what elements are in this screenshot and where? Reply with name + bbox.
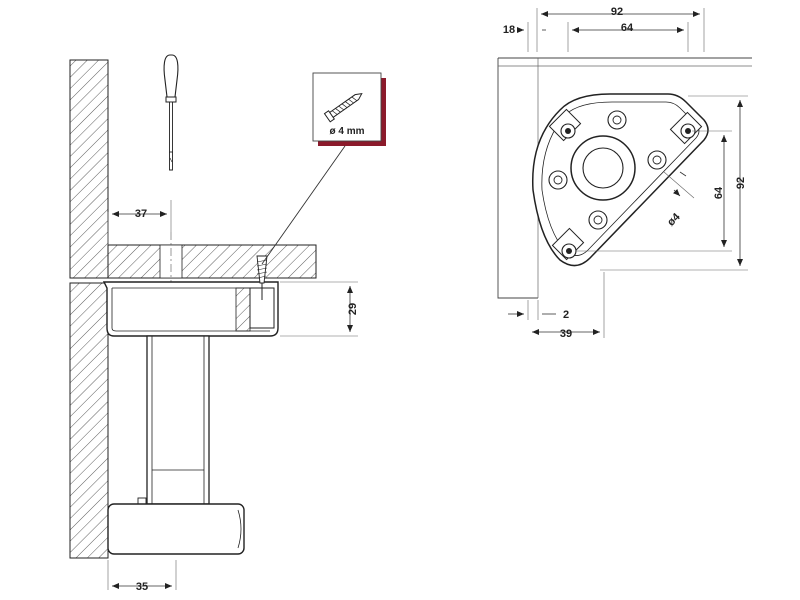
dim-foot: 35 bbox=[107, 560, 177, 593]
dim-left-offset-label: 18 bbox=[503, 24, 515, 36]
cabinet-corner-outline bbox=[497, 57, 752, 299]
dim-hole-diameter-label: ø4 bbox=[665, 210, 683, 228]
dim-hole-spacing-y-label: 64 bbox=[713, 186, 725, 199]
screwdriver-icon bbox=[163, 54, 179, 171]
dim-bottom-width-label: 39 bbox=[560, 328, 572, 340]
center-bore bbox=[582, 147, 624, 189]
leveler-bracket-side bbox=[102, 255, 279, 337]
dim-total-height-label: 92 bbox=[735, 177, 747, 189]
screw-hole-1 bbox=[548, 108, 582, 142]
leader-line bbox=[261, 145, 346, 265]
dim-hole-diameter: ø4 bbox=[663, 171, 695, 229]
screw-size-badge: ø 4 mm bbox=[312, 72, 386, 146]
screw-hole-3 bbox=[551, 227, 585, 261]
plinth-board bbox=[107, 244, 317, 279]
dim-left-offset: 18 bbox=[503, 22, 546, 52]
dim-total-width-label: 92 bbox=[611, 6, 623, 18]
dim-offset-label: 37 bbox=[135, 208, 147, 220]
wall-section-lower bbox=[69, 282, 109, 559]
dim-edge-gap-label: 2 bbox=[563, 309, 569, 321]
dim-hole-spacing-x-label: 64 bbox=[621, 22, 634, 34]
screw-size-label: ø 4 mm bbox=[329, 126, 364, 137]
dim-bottom-width: 39 bbox=[532, 272, 605, 340]
dim-total-height: 92 bbox=[600, 95, 748, 271]
screw-icon bbox=[323, 93, 363, 123]
dim-offset: 37 bbox=[107, 200, 172, 245]
dim-hole-spacing-y: 64 bbox=[575, 130, 732, 252]
wall-section-upper bbox=[69, 59, 109, 279]
top-view: 92 64 18 92 64 bbox=[497, 6, 752, 340]
dim-foot-label: 35 bbox=[136, 581, 148, 593]
dim-edge-gap: 2 bbox=[508, 300, 569, 321]
dim-hole-spacing-x: 64 bbox=[567, 22, 689, 52]
side-view: 37 29 35 ø 4 mm bbox=[69, 54, 386, 593]
leveler-leg bbox=[137, 335, 210, 507]
dim-height-label: 29 bbox=[347, 303, 359, 315]
bracket-plate-top bbox=[531, 93, 709, 267]
dim-total-width: 92 bbox=[536, 6, 705, 52]
dim-height: 29 bbox=[280, 281, 359, 337]
screw-hole-2 bbox=[669, 111, 703, 145]
leveler-foot bbox=[107, 503, 245, 555]
